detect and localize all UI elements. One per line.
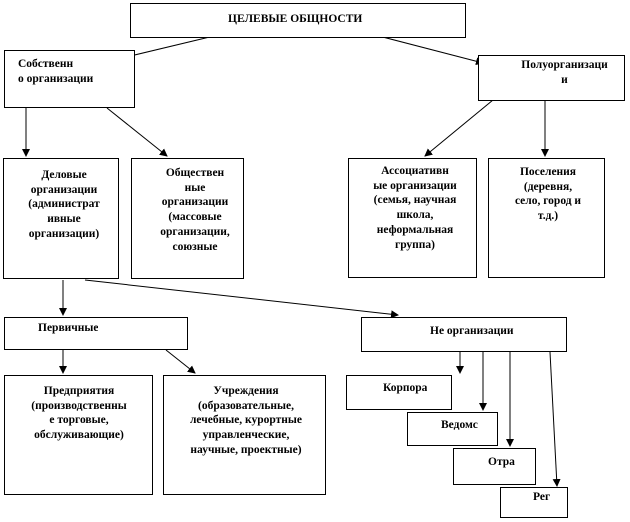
enterprises-node bbox=[4, 375, 153, 495]
own-org-label: Собственн о организации bbox=[18, 58, 94, 85]
primary-node bbox=[4, 317, 188, 350]
institutions-label: Учреждения (образовательные, лечебные, к… bbox=[189, 385, 303, 456]
arrow-nonorg-region bbox=[549, 351, 561, 487]
non-org-label: Не организации bbox=[430, 325, 514, 337]
semi-org-label: Полуорганизаци и bbox=[521, 59, 608, 86]
arrow-root-semi bbox=[374, 34, 484, 66]
public-org-node bbox=[131, 158, 244, 279]
business-org-node bbox=[3, 158, 119, 279]
dept-node bbox=[407, 412, 498, 446]
assoc-org-label: Ассоциативн ые организации (семья, научн… bbox=[373, 165, 457, 251]
enterprises-label: Предприятия (производственны е торговые,… bbox=[31, 385, 127, 442]
settlements-node bbox=[488, 158, 605, 278]
arrow-semi-assoc bbox=[424, 99, 494, 157]
institutions-node bbox=[163, 375, 326, 495]
region-label: Рег bbox=[533, 491, 551, 503]
settlements-label: Поселения (деревня, село, город и т.д.) bbox=[514, 166, 582, 223]
dept-label: Ведомс bbox=[441, 419, 478, 431]
primary-label: Первичные bbox=[38, 322, 99, 334]
root-node-label: ЦЕЛЕВЫЕ ОБЩНОСТИ bbox=[228, 13, 363, 25]
region-node bbox=[500, 487, 568, 518]
arrow-primary-institutions bbox=[165, 349, 196, 374]
non-org-node bbox=[361, 317, 567, 352]
arrow-root-own bbox=[121, 34, 219, 61]
public-org-label: Обществен ные организации (массовые орга… bbox=[160, 167, 230, 253]
root-node bbox=[130, 3, 466, 38]
arrow-own-public bbox=[106, 107, 168, 157]
assoc-org-node bbox=[348, 158, 477, 278]
branch-label: Отра bbox=[488, 456, 515, 468]
own-org-node bbox=[4, 50, 135, 108]
arrow-business-nonorg bbox=[84, 279, 399, 319]
corp-node bbox=[346, 375, 452, 410]
semi-org-node bbox=[478, 55, 625, 101]
corp-label: Корпора bbox=[383, 382, 428, 394]
business-org-label: Деловые организации (администрат ивные о… bbox=[28, 169, 100, 240]
branch-node bbox=[453, 448, 536, 485]
